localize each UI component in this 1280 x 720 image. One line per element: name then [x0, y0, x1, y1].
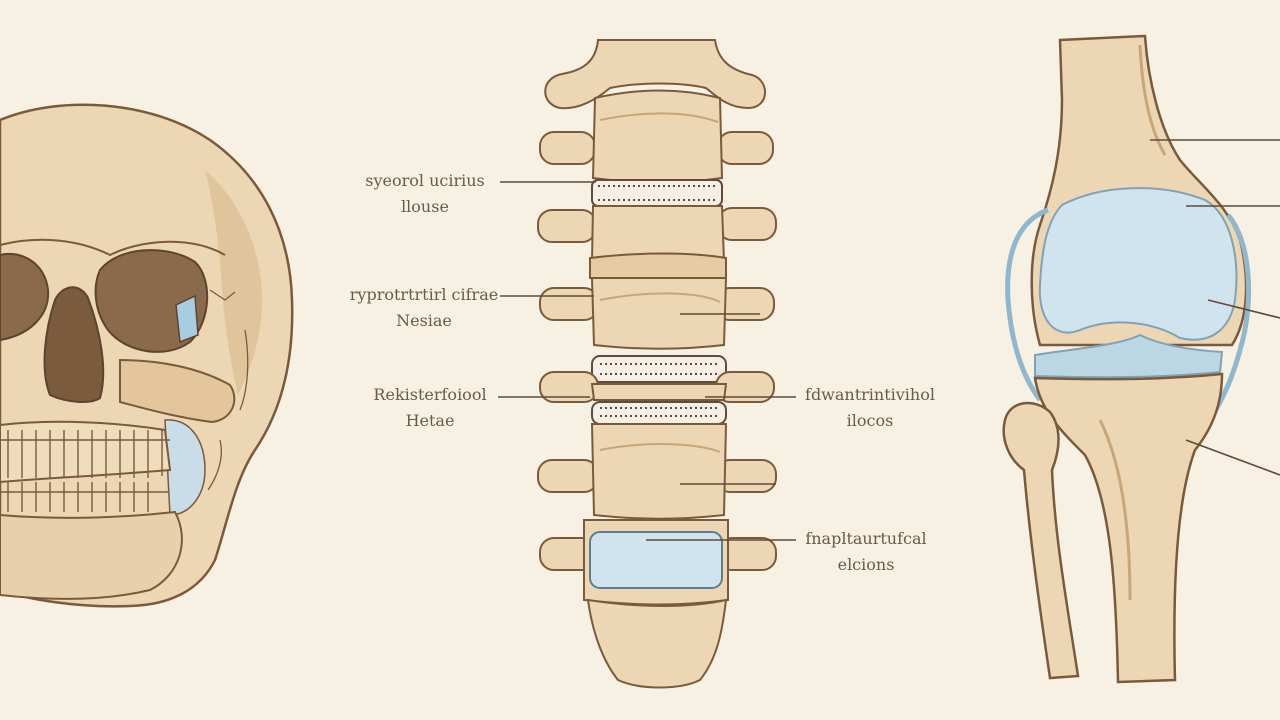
meniscus — [1034, 333, 1224, 379]
tibia — [1033, 372, 1224, 684]
spine-label-right-1-line2: ilocos — [846, 411, 894, 430]
spine-label-left-1: syeorol ucirius llouse — [352, 168, 498, 220]
knee-leader-tibia — [1185, 439, 1280, 476]
skull-lower-teeth — [0, 482, 168, 512]
knee-leader-lines — [1150, 139, 1280, 476]
vertebra-5-body — [590, 423, 728, 520]
spine-label-right-2: fnapltaurtufcal elcions — [794, 526, 938, 578]
atlas-vertebra — [544, 39, 766, 110]
spine-label-left-2-line1: ryprotrtrtirl cifrae — [349, 285, 499, 304]
skull-cheekbone — [119, 358, 236, 424]
sacrum — [586, 598, 728, 689]
spine-label-right-1: fdwantrintivihol ilocos — [798, 382, 942, 434]
skull-suture-lines — [207, 289, 249, 491]
knee-joint — [1002, 34, 1252, 684]
femoral-cartilage — [1038, 187, 1238, 341]
knee-leader-condyle — [1207, 299, 1280, 319]
vertebra-4 — [539, 371, 775, 403]
spine-label-left-2: ryprotrtrtirl cifrae Nesiae — [348, 282, 500, 334]
skull-temporal-shadow — [205, 170, 262, 395]
spine-label-right-2-line2: elcions — [837, 555, 895, 574]
tibia-shadow — [1098, 419, 1132, 601]
disc-4-cartilage — [589, 531, 723, 589]
skull-nasal-cavity — [43, 286, 105, 403]
skull-upper-teeth — [0, 430, 170, 478]
skull-jaw — [0, 510, 183, 600]
vertebra-2-process-left — [537, 209, 597, 243]
vertebra-3 — [539, 252, 775, 350]
vertebra-1-process-left — [539, 131, 596, 165]
disc-3 — [591, 401, 727, 425]
skull-left-orbit — [0, 252, 50, 342]
vertebra-1-process-right — [717, 131, 774, 165]
vertebra-1 — [539, 89, 774, 184]
vertebra-2 — [537, 205, 777, 266]
spine-label-right-1-line1: fdwantrintivihol — [805, 385, 935, 404]
fibula — [1002, 401, 1080, 680]
disc-1 — [591, 179, 723, 207]
vertebra-1-body — [591, 89, 724, 184]
vertebra-5-process-left — [537, 459, 599, 493]
spine-leader-lines — [498, 181, 796, 541]
disc-3-body — [591, 401, 727, 425]
skull-mandible-blue — [164, 419, 206, 516]
vertebra-5-shadow — [599, 443, 721, 453]
spine-label-left-3-line2: Hetae — [405, 411, 455, 430]
vertebra-3-ring — [589, 252, 727, 282]
disc-1-body — [591, 179, 723, 207]
vertebra-4-body — [590, 383, 728, 401]
vertebra-3-process-left — [539, 287, 599, 321]
skull-brow-ridge — [0, 238, 226, 257]
vertebra-2-process-right — [717, 207, 777, 241]
spine-label-left-2-line2: Nesiae — [396, 311, 452, 330]
joint-capsule-right — [1207, 213, 1252, 422]
disc-2 — [591, 355, 727, 383]
femur-shadow — [1138, 44, 1167, 156]
vertebral-column — [537, 39, 777, 689]
joint-capsule-left — [1005, 207, 1049, 402]
spine-label-left-1-line2: llouse — [401, 197, 449, 216]
skull-orbit-highlight — [175, 294, 199, 344]
vertebra-5 — [537, 423, 777, 520]
spine-label-left-3-line1: Rekisterfoiool — [373, 385, 487, 404]
vertebra-3-shadow — [599, 292, 721, 303]
skull — [0, 103, 294, 608]
spine-label-right-2-line1: fnapltaurtufcal — [805, 529, 927, 548]
vertebra-6 — [539, 519, 777, 606]
vertebra-1-shadow — [599, 112, 719, 123]
disc-2-body — [591, 355, 727, 383]
skull-maxilla — [0, 420, 172, 484]
spine-label-left-1-line1: syeorol ucirius — [365, 171, 485, 190]
spine-label-left-3: Rekisterfoiool Hetae — [362, 382, 498, 434]
